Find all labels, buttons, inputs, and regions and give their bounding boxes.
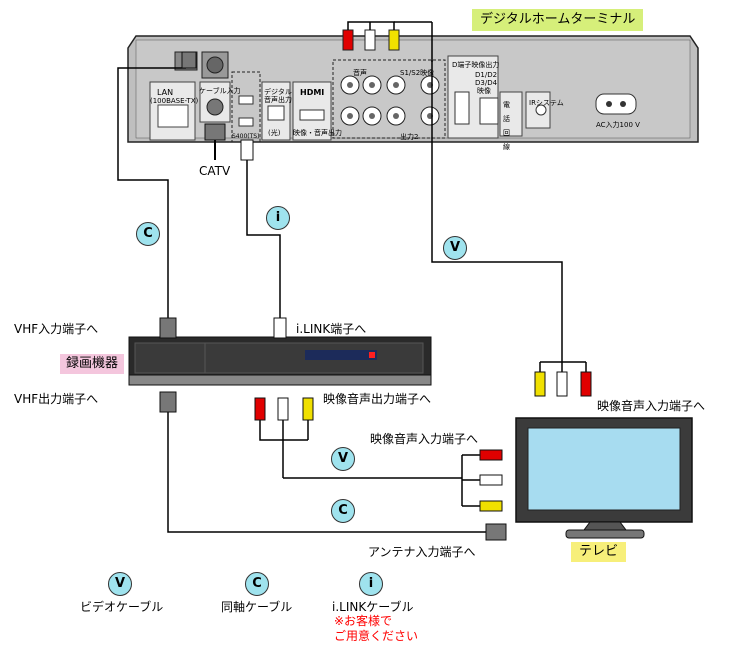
panel-lan-label: LAN (157, 88, 174, 97)
tv-top-white-plug (556, 371, 568, 397)
panel-ir: IRシステム (529, 99, 564, 107)
vhf-out-label: VHF出力端子へ (14, 392, 99, 406)
tv-antenna-plug (485, 523, 507, 541)
catv-plug (204, 123, 226, 160)
panel-s400: S400(TS) (232, 133, 260, 140)
recorder-yellow-plug (302, 397, 314, 421)
antenna-in-label: アンテナ入力端子へ (368, 545, 476, 559)
tv-device (515, 417, 693, 539)
tv-top-red-plug (580, 371, 592, 397)
panel-digital: デジタル (264, 88, 292, 96)
legend-ilink-badge: i (359, 572, 383, 596)
cables (117, 60, 587, 533)
recorder-white-plug (277, 397, 289, 421)
legend-video-badge: V (108, 572, 132, 596)
panel-d-terminal: D端子映像出力 (452, 61, 500, 69)
panel-phone: 電話回線 (503, 101, 510, 151)
panel-out: 出力2 (400, 133, 419, 141)
video-badge-2: V (331, 447, 355, 471)
ilink-cable (246, 160, 281, 318)
legend-coax-text: 同軸ケーブル (221, 600, 293, 614)
ilink-badge: i (266, 206, 290, 230)
terminal-rear-panel (127, 35, 699, 143)
legend-video-text: ビデオケーブル (80, 600, 164, 614)
panel-cable-in: ケーブル入力 (199, 87, 241, 95)
panel-lan-sub: (100BASE-TX) (150, 97, 199, 105)
panel-hdmi: HDMI (300, 88, 325, 97)
recorder-red-plug (254, 397, 266, 421)
note-line-1: ※お客様で (334, 614, 393, 628)
tv-top-yellow-plug (534, 371, 546, 397)
terminal-title: デジタルホームターミナル (472, 9, 644, 31)
av-out-label: 映像音声出力端子へ (323, 392, 432, 406)
video-cable-recorder-to-tv (259, 420, 308, 441)
panel-optical: (光) (268, 129, 281, 137)
panel-digital2: 音声出力 (264, 96, 292, 104)
video-cable-terminal-to-tv (431, 60, 563, 362)
recorder-vhf-in-plug (159, 317, 177, 339)
recorder-label: 録画機器 (60, 354, 125, 374)
tv-side-white-plug (479, 474, 503, 486)
panel-hdmi-sub: 映像・音声出力 (293, 129, 342, 137)
legend-ilink-text: i.LINKケーブル (332, 600, 414, 614)
catv-label: CATV (199, 164, 231, 178)
panel-ac: AC入力100 V (596, 121, 640, 129)
panel-d-sub2: D3/D4 (475, 79, 498, 87)
panel-s1s2: S1/S2映像 (400, 69, 435, 77)
terminal-antenna-plug (181, 51, 197, 69)
terminal-ilink-plug (240, 139, 254, 161)
coax-cable-terminal-to-recorder (117, 67, 186, 318)
coax-cable-recorder-to-tv (167, 410, 487, 533)
ilink-to-label: i.LINK端子へ (296, 322, 367, 336)
recorder-ilink-plug (273, 317, 287, 339)
recorder-vhf-out-plug (159, 391, 177, 413)
panel-d-sub1: D1/D2 (475, 71, 498, 79)
av-in-label-recorder-side: 映像音声入力端子へ (370, 432, 479, 446)
recorder-device (128, 336, 432, 386)
tv-side-yellow-plug (479, 500, 503, 512)
note-line-2: ご用意ください (334, 629, 419, 643)
coax-badge-2: C (331, 499, 355, 523)
panel-d-sub3: 映像 (477, 87, 491, 95)
tv-label: テレビ (571, 542, 627, 562)
legend-coax-badge: C (245, 572, 269, 596)
av-in-label-tv: 映像音声入力端子へ (597, 399, 706, 413)
coax-badge-1: C (136, 222, 160, 246)
panel-audio: 音声 (353, 69, 367, 77)
video-badge-1: V (443, 236, 467, 260)
vhf-in-label: VHF入力端子へ (14, 322, 99, 336)
tv-side-red-plug (479, 449, 503, 461)
terminal-av-plugs (342, 21, 433, 62)
